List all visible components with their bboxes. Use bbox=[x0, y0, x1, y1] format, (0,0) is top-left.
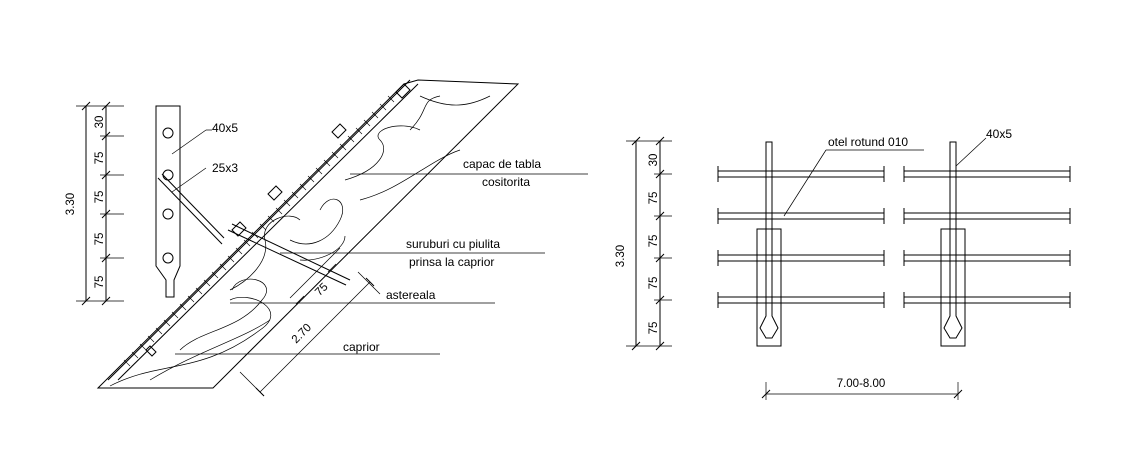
spacing-dimension: 7.00-8.00 bbox=[761, 378, 963, 400]
label-bolts-line2: prinsa la caprior bbox=[409, 255, 494, 269]
label-flat-bar-40x5: 40x5 bbox=[212, 121, 238, 135]
right-total-dim: 3.30 bbox=[615, 245, 627, 267]
label-bar-25x3: 25x3 bbox=[212, 161, 238, 175]
left-dim-75-c: 75 bbox=[94, 233, 106, 246]
right-dim-75-a: 75 bbox=[648, 192, 660, 205]
right-vertical-dimension: 3.30 30 75 75 75 75 bbox=[615, 136, 672, 351]
roof-section bbox=[96, 79, 520, 389]
right-detail: 3.30 30 75 75 75 75 bbox=[615, 127, 1071, 400]
spacing-dim-text: 7.00-8.00 bbox=[837, 378, 886, 390]
label-rafter: caprior bbox=[343, 340, 380, 354]
label-cover-line1: capac de tabla bbox=[463, 157, 541, 171]
label-boarding: astereala bbox=[386, 288, 436, 302]
right-labels: otel rotund 010 40x5 bbox=[783, 127, 1012, 217]
round-steel-bars bbox=[717, 166, 1071, 308]
label-right-flat-bar: 40x5 bbox=[986, 127, 1012, 141]
flat-bar-elevation bbox=[155, 105, 225, 298]
right-dim-75-c: 75 bbox=[648, 277, 660, 290]
left-labels: 40x5 25x3 capac de tabla cositorita suru… bbox=[171, 121, 588, 355]
left-total-dim: 3.30 bbox=[65, 193, 77, 215]
right-dim-75-b: 75 bbox=[648, 235, 660, 248]
left-dim-75-b: 75 bbox=[94, 191, 106, 204]
label-bolts-line1: suruburi cu piulita bbox=[406, 237, 500, 251]
label-round-steel: otel rotund 010 bbox=[828, 135, 908, 149]
oblique-dimensions: 75 2.70 bbox=[239, 247, 381, 397]
label-cover-line2: cositorita bbox=[482, 175, 530, 189]
wood-grain bbox=[109, 95, 491, 387]
left-dim-75-a: 75 bbox=[94, 152, 106, 165]
left-dim-75-d: 75 bbox=[94, 276, 106, 289]
right-dim-75-d: 75 bbox=[648, 322, 660, 335]
left-dim-30: 30 bbox=[94, 116, 106, 129]
left-vertical-dimension: 3.30 30 75 75 75 75 bbox=[65, 101, 124, 306]
right-dim-30: 30 bbox=[648, 154, 660, 167]
left-detail: 3.30 30 75 75 75 75 bbox=[65, 79, 588, 397]
oblique-dim-75: 75 bbox=[313, 281, 331, 299]
vertical-supports bbox=[756, 141, 966, 347]
oblique-dim-270: 2.70 bbox=[290, 322, 314, 346]
